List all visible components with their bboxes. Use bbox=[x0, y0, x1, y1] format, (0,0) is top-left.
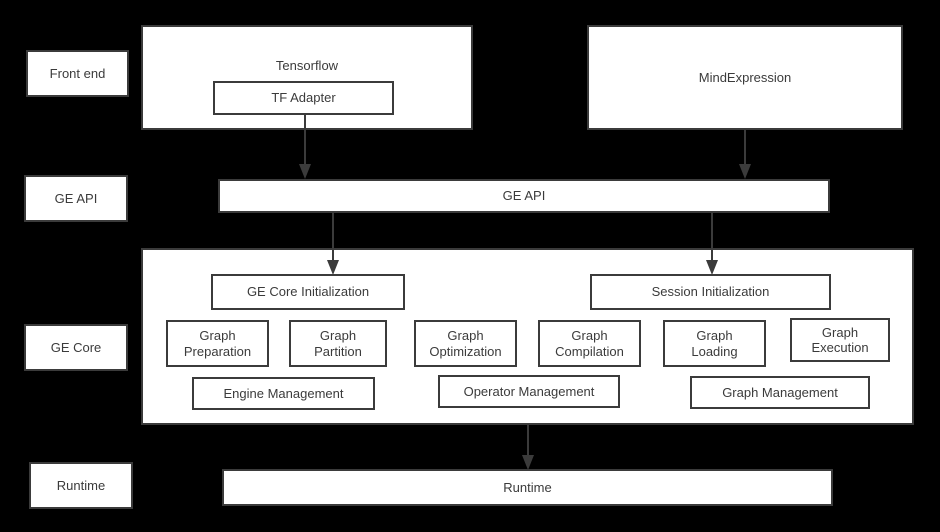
layer-label-runtime: Runtime bbox=[29, 462, 133, 509]
tensorflow-title: Tensorflow bbox=[275, 58, 339, 73]
graph-execution-label: Graph Execution bbox=[811, 324, 869, 355]
mindexpression-label: MindExpression bbox=[698, 69, 792, 85]
mindexpression-box[interactable]: MindExpression bbox=[587, 25, 903, 130]
graph-preparation-label: Graph Preparation bbox=[183, 328, 252, 359]
layer-label-ge-api-text: GE API bbox=[54, 190, 98, 206]
graph-execution-box[interactable]: Graph Execution bbox=[790, 318, 890, 362]
ge-core-initialization-label: GE Core Initialization bbox=[246, 284, 370, 300]
layer-label-runtime-text: Runtime bbox=[56, 477, 106, 493]
session-initialization-box[interactable]: Session Initialization bbox=[590, 274, 831, 310]
arrow-mindexpression-to-ge-api bbox=[736, 130, 754, 180]
arrow-ge-core-to-runtime bbox=[519, 425, 537, 471]
operator-management-box[interactable]: Operator Management bbox=[438, 375, 620, 408]
graph-compilation-label: Graph Compilation bbox=[555, 328, 624, 359]
session-initialization-label: Session Initialization bbox=[651, 284, 770, 300]
graph-management-label: Graph Management bbox=[722, 384, 838, 400]
ge-api-bar-label: GE API bbox=[502, 188, 546, 204]
graph-partition-label: Graph Partition bbox=[314, 328, 362, 359]
engine-management-label: Engine Management bbox=[223, 385, 344, 401]
tf-adapter-label: TF Adapter bbox=[271, 90, 336, 106]
arrow-ge-api-to-ge-core-initialization bbox=[324, 213, 342, 276]
layer-label-front-end: Front end bbox=[26, 50, 129, 97]
ge-api-bar[interactable]: GE API bbox=[218, 179, 830, 213]
graph-partition-box[interactable]: Graph Partition bbox=[289, 320, 387, 367]
arrow-tf-adapter-to-ge-api bbox=[296, 114, 314, 180]
graph-loading-label: Graph Loading bbox=[691, 328, 738, 359]
graph-compilation-box[interactable]: Graph Compilation bbox=[538, 320, 641, 367]
graph-loading-box[interactable]: Graph Loading bbox=[663, 320, 766, 367]
runtime-bar-label: Runtime bbox=[503, 479, 552, 495]
layer-label-ge-api: GE API bbox=[24, 175, 128, 222]
graph-management-box[interactable]: Graph Management bbox=[690, 376, 870, 409]
graph-preparation-box[interactable]: Graph Preparation bbox=[166, 320, 269, 367]
graph-optimization-label: Graph Optimization bbox=[429, 328, 502, 359]
runtime-bar[interactable]: Runtime bbox=[222, 469, 833, 506]
engine-management-box[interactable]: Engine Management bbox=[192, 377, 375, 410]
layer-label-ge-core-text: GE Core bbox=[50, 339, 102, 355]
arrow-ge-api-to-session-initialization bbox=[703, 213, 721, 276]
layer-label-ge-core: GE Core bbox=[24, 324, 128, 371]
ge-core-initialization-box[interactable]: GE Core Initialization bbox=[211, 274, 405, 310]
graph-optimization-box[interactable]: Graph Optimization bbox=[414, 320, 517, 367]
layer-label-front-end-text: Front end bbox=[49, 65, 106, 81]
operator-management-label: Operator Management bbox=[463, 383, 595, 399]
tf-adapter-box[interactable]: TF Adapter bbox=[213, 81, 394, 115]
